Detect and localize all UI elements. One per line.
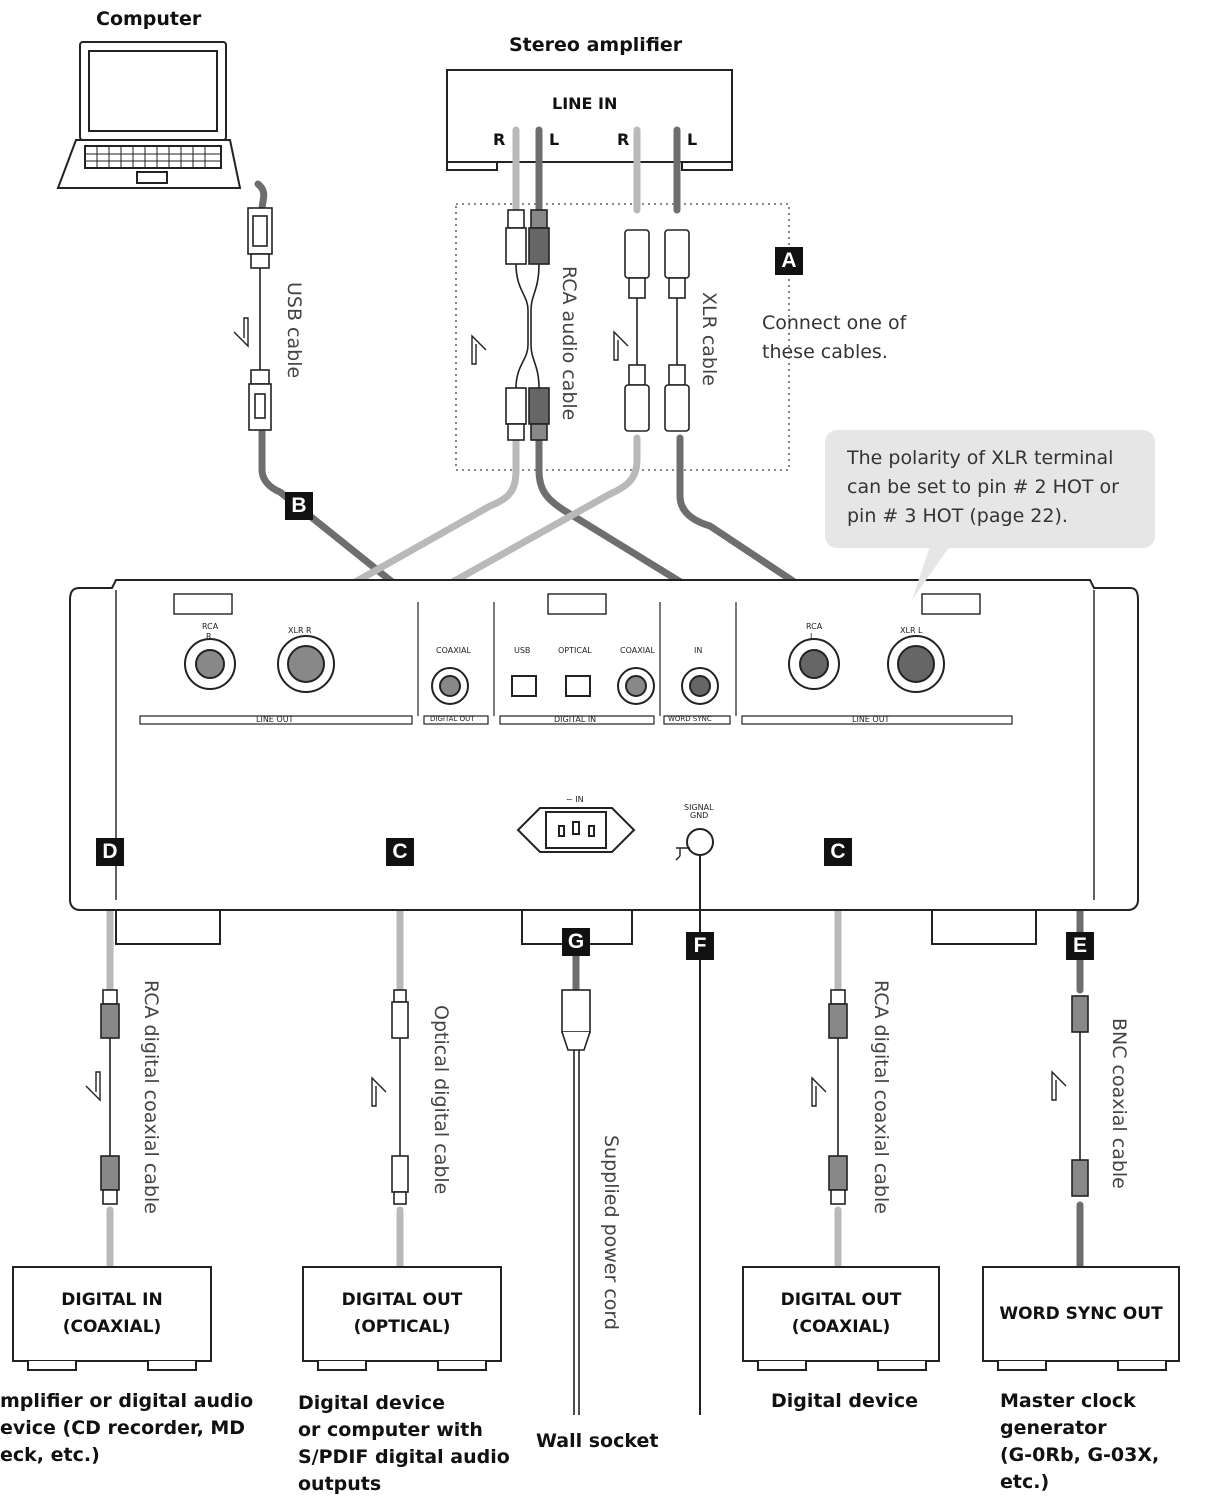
panel-coaxial-in: COAXIAL <box>620 646 655 655</box>
desc-c2: Digital device <box>771 1390 918 1412</box>
connect-one-note-1: Connect one of <box>762 312 907 334</box>
desc-wall-socket: Wall socket <box>536 1430 659 1452</box>
optical-connectors <box>391 989 409 1205</box>
desc-e: Master clock generator (G-0Rb, G-03X, et… <box>1000 1388 1206 1496</box>
panel-xlr-r: XLR R <box>288 626 312 635</box>
badge-c-left: C <box>386 838 414 866</box>
desc-d: mplifier or digital audio evice (CD reco… <box>0 1388 253 1469</box>
device-c-line1: DIGITAL OUT <box>341 1290 463 1310</box>
usb-cable-line <box>254 180 268 214</box>
rca-digital-connectors-c <box>828 989 848 1205</box>
xlr-connectors <box>624 229 690 432</box>
desc-e-line2: generator <box>1000 1417 1107 1439</box>
badge-e: E <box>1066 932 1094 960</box>
power-cord-label: Supplied power cord <box>600 1135 622 1330</box>
badge-b: B <box>285 492 313 520</box>
desc-c-line4: outputs <box>298 1473 382 1495</box>
panel-signal-gnd-1: SIGNAL <box>684 803 714 812</box>
panel-usb: USB <box>514 646 531 655</box>
desc-d-line3: eck, etc.) <box>0 1444 100 1466</box>
panel-digital-in: DIGITAL IN <box>554 715 597 724</box>
polarity-callout: The polarity of XLR terminal can be set … <box>825 430 1155 548</box>
panel-xlr-l: XLR L <box>900 626 923 635</box>
device-c-line2: (OPTICAL) <box>353 1317 451 1337</box>
desc-d-line1: mplifier or digital audio <box>0 1390 254 1412</box>
word-sync-out-device: WORD SYNC OUT <box>982 1266 1180 1362</box>
rca-digital-connectors-d <box>100 989 120 1205</box>
panel-optical: OPTICAL <box>558 646 592 655</box>
ac-inlet <box>516 807 636 853</box>
amplifier-title: Stereo amplifier <box>509 34 683 56</box>
panel-rca-l-bot: L <box>810 632 815 641</box>
device-feet <box>27 1360 1167 1371</box>
amplifier-box <box>446 69 733 171</box>
digital-out-coaxial-device: DIGITAL OUT (COAXIAL) <box>742 1266 940 1362</box>
channel-l-rca: L <box>549 130 560 149</box>
xlr-cable-label: XLR cable <box>698 292 720 386</box>
desc-d-line2: evice (CD recorder, MD <box>0 1417 246 1439</box>
badge-g: G <box>562 928 590 956</box>
callout-pointer <box>912 546 950 600</box>
desc-c-line2: or computer with <box>298 1419 483 1441</box>
device-c2-line1: DIGITAL OUT <box>780 1290 902 1310</box>
panel-in: IN <box>694 646 703 655</box>
desc-c-line1: Digital device <box>298 1392 445 1414</box>
line-in-label: LINE IN <box>552 94 618 113</box>
usb-connectors <box>247 207 273 431</box>
signal-arrows <box>85 317 1067 1107</box>
badge-f: F <box>686 932 714 960</box>
panel-digital-out: DIGITAL OUT <box>430 715 475 723</box>
rear-panel <box>69 579 1139 945</box>
panel-ac-in: ∼ IN <box>566 795 584 804</box>
panel-coaxial-out: COAXIAL <box>436 646 471 655</box>
bnc-cable-label: BNC coaxial cable <box>1108 1018 1130 1189</box>
panel-rca-l-top: RCA <box>806 622 823 631</box>
device-e-line1: WORD SYNC OUT <box>999 1303 1163 1324</box>
badge-a: A <box>775 247 803 275</box>
desc-c: Digital device or computer with S/PDIF d… <box>298 1390 510 1498</box>
computer-title: Computer <box>96 8 202 30</box>
bnc-connectors <box>1071 995 1089 1197</box>
digital-out-optical-device: DIGITAL OUT (OPTICAL) <box>302 1266 502 1362</box>
rca-digital-cable-label-right: RCA digital coaxial cable <box>870 980 892 1214</box>
desc-c-line3: S/PDIF digital audio <box>298 1446 510 1468</box>
panel-line-out-right: LINE OUT <box>852 715 890 724</box>
rca-audio-cable-label: RCA audio cable <box>558 266 580 421</box>
badge-c-right: C <box>824 838 852 866</box>
panel-signal-gnd-2: GND <box>690 811 709 820</box>
optical-cable-label: Optical digital cable <box>430 1005 452 1195</box>
channel-l-xlr: L <box>687 130 698 149</box>
panel-rca-r-top: RCA <box>202 622 219 631</box>
laptop-icon <box>56 41 242 189</box>
digital-in-coaxial-device: DIGITAL IN (COAXIAL) <box>12 1266 212 1362</box>
usb-cable-label: USB cable <box>283 282 305 379</box>
connect-one-note-2: these cables. <box>762 341 888 363</box>
panel-line-out-left: LINE OUT <box>256 715 294 724</box>
power-plug <box>561 989 591 1415</box>
device-d-line1: DIGITAL IN <box>61 1290 163 1310</box>
desc-e-line3: (G-0Rb, G-03X, etc.) <box>1000 1444 1160 1493</box>
badge-d: D <box>96 838 124 866</box>
panel-jacks <box>184 635 945 705</box>
device-c2-line2: (COAXIAL) <box>791 1317 891 1337</box>
ground-terminal <box>675 828 714 1415</box>
desc-e-line1: Master clock <box>1000 1390 1136 1412</box>
device-d-line2: (COAXIAL) <box>62 1317 162 1337</box>
panel-rca-r-bot: R <box>206 632 212 641</box>
rca-audio-connectors <box>505 209 550 441</box>
channel-r-xlr: R <box>617 130 630 149</box>
rca-digital-cable-label-left: RCA digital coaxial cable <box>140 980 162 1214</box>
panel-word-sync: WORD SYNC <box>668 715 712 723</box>
channel-r-rca: R <box>493 130 506 149</box>
